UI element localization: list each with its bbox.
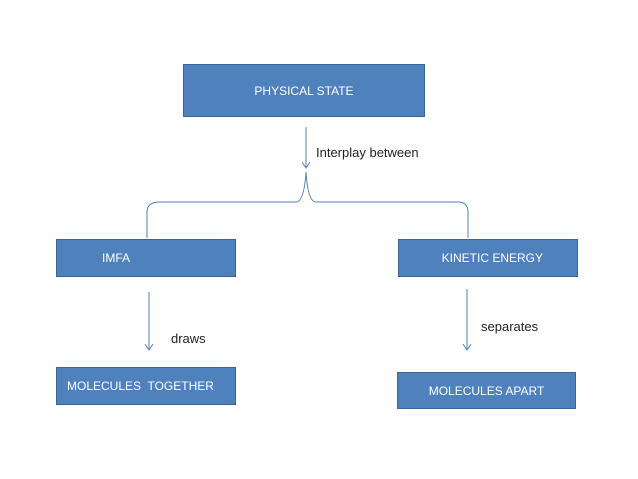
node-imfa: IMFA <box>56 239 236 277</box>
edge-label-separates: separates <box>481 319 539 334</box>
edge-label-draws: draws <box>171 331 206 346</box>
arrow-head-kinetic-energy <box>462 343 472 351</box>
node-kinetic-energy-label: KINETIC ENERGY <box>441 251 543 265</box>
interplay-brace <box>146 171 469 238</box>
node-molecules-apart: MOLECULES APART <box>397 372 576 409</box>
arrow-head-imfa <box>144 343 154 351</box>
node-physical-state: PHYSICAL STATE <box>183 64 425 117</box>
arrow-head-physical-state <box>301 161 311 169</box>
node-kinetic-energy: KINETIC ENERGY <box>398 239 578 277</box>
node-molecules-apart-label: MOLECULES APART <box>428 383 545 398</box>
node-molecules-together-label: MOLECULES TOGETHER <box>67 379 214 393</box>
node-imfa-label: IMFA <box>101 251 130 265</box>
node-physical-state-label: PHYSICAL STATE <box>254 83 354 98</box>
node-molecules-together: MOLECULES TOGETHER <box>56 367 236 405</box>
edge-label-interplay: Interplay between <box>316 145 419 160</box>
